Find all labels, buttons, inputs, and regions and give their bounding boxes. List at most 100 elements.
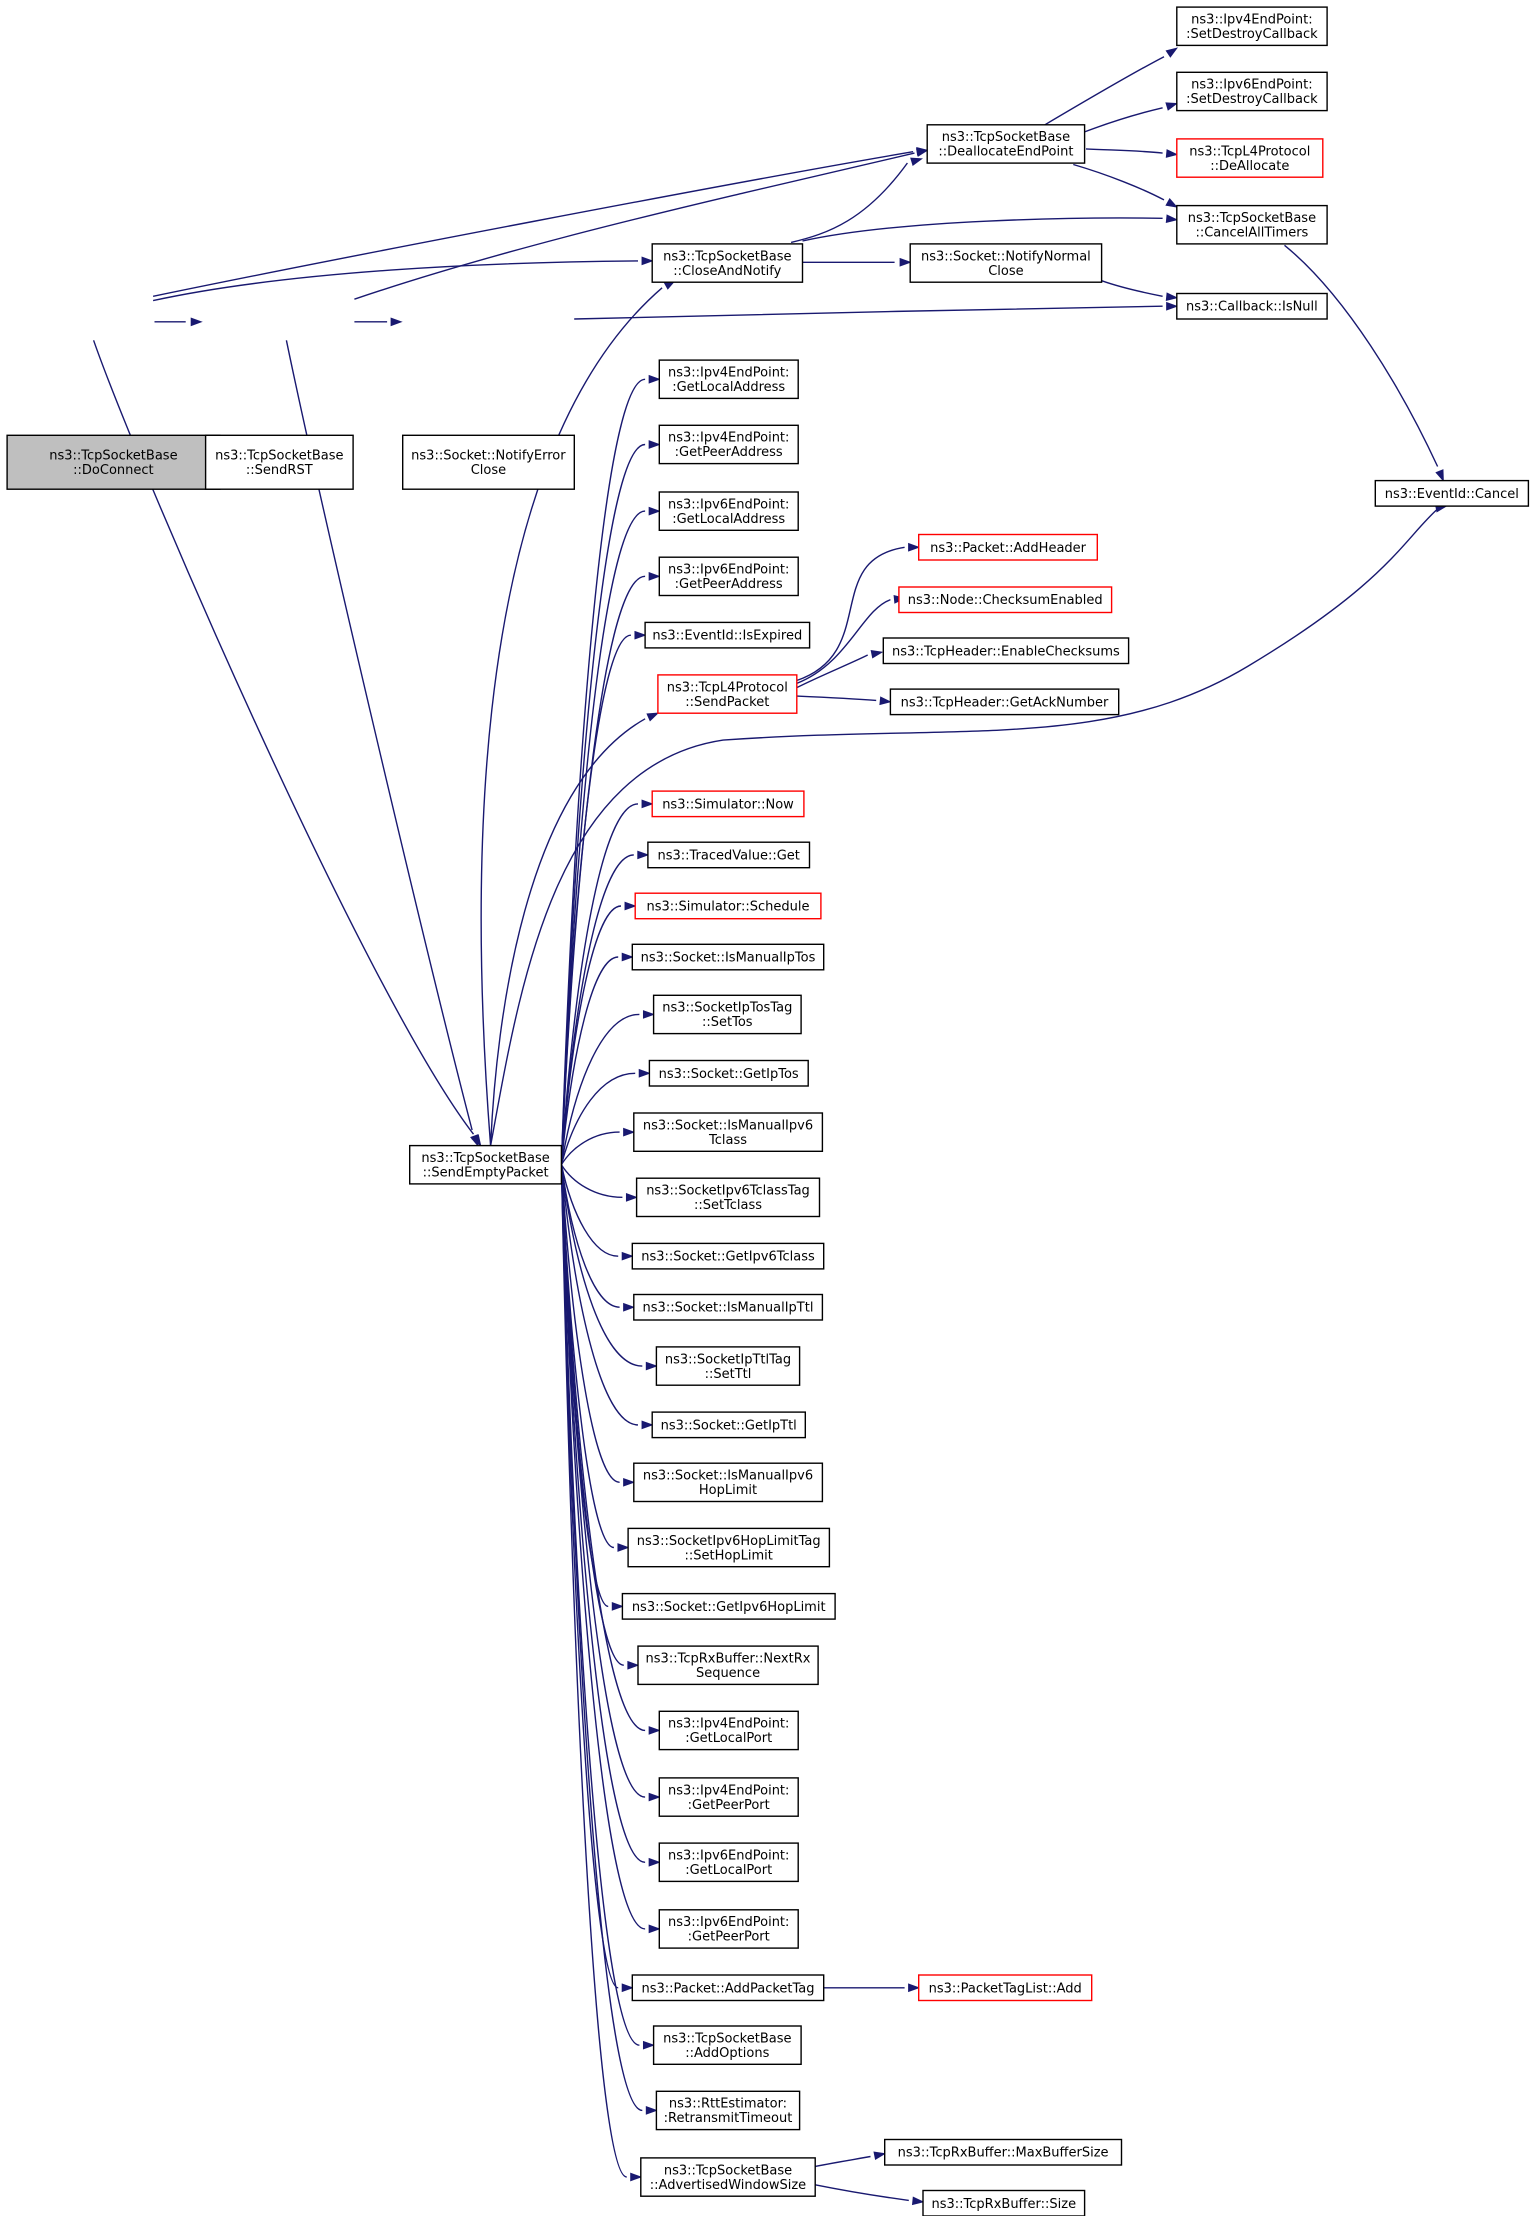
node-label-line: ns3::Ipv4EndPoint: <box>668 1717 789 1732</box>
node-box <box>631 1974 825 2002</box>
node-ipv4setdestroy[interactable]: ns3::Ipv4EndPoint::SetDestroyCallback <box>1176 6 1328 47</box>
node-label-line: ns3::TcpSocketBase <box>664 2163 792 2178</box>
node-ismanualipttl[interactable]: ns3::Socket::IsManualIpTtl <box>633 1293 824 1321</box>
node-iptostagsettos[interactable]: ns3::SocketIpTosTag::SetTos <box>652 994 802 1035</box>
edge-sendemptypacket-to-ipv4getpeerport <box>560 1164 661 1802</box>
edge-line <box>560 1131 620 1166</box>
edge-sendemptypacket-to-ismanualipttl <box>560 1164 636 1312</box>
node-nodechecksumenabled[interactable]: ns3::Node::ChecksumEnabled <box>898 586 1113 614</box>
node-ipv4getpeeraddr[interactable]: ns3::Ipv4EndPoint::GetPeerAddress <box>658 424 799 465</box>
node-box <box>926 124 1086 164</box>
node-socketgetipv6hoplimit[interactable]: ns3::Socket::GetIpv6HopLimit <box>621 1592 836 1620</box>
node-rxbuffersize[interactable]: ns3::TcpRxBuffer::Size <box>922 2189 1086 2216</box>
node-eventidcancel[interactable]: ns3::EventId::Cancel <box>1374 479 1530 507</box>
node-label-line: ns3::SocketIpTtlTag <box>665 1352 791 1367</box>
node-addoptions[interactable]: ns3::TcpSocketBase::AddOptions <box>652 2025 802 2065</box>
edge-sendemptypacket-to-socketgetipttl <box>560 1164 654 1430</box>
node-deallocateendpoint[interactable]: ns3::TcpSocketBase::DeallocateEndPoint <box>926 124 1086 164</box>
node-doconnect[interactable]: ns3::TcpSocketBase::DoConnect <box>6 434 221 490</box>
node-tcpl4sendpacket[interactable]: ns3::TcpL4Protocol::SendPacket <box>657 674 798 714</box>
node-tcpheaderenablechecksums[interactable]: ns3::TcpHeader::EnableChecksums <box>882 637 1130 665</box>
node-ipv6getlocalport[interactable]: ns3::Ipv6EndPoint::GetLocalPort <box>658 1842 799 1883</box>
node-packettaglistadd[interactable]: ns3::PacketTagList::Add <box>918 1974 1093 2002</box>
node-closeandnotify[interactable]: ns3::TcpSocketBase::CloseAndNotify <box>651 243 804 283</box>
edge-tcpl4sendpacket-to-packetaddheader <box>796 542 921 682</box>
node-socketgetipttl[interactable]: ns3::Socket::GetIpTtl <box>651 1411 807 1439</box>
arrow-head <box>641 799 654 809</box>
node-packetaddpackettag[interactable]: ns3::Packet::AddPacketTag <box>631 1974 825 2002</box>
arrow-head <box>623 1302 636 1312</box>
arrow-head <box>641 256 654 266</box>
edge-line <box>92 340 475 1135</box>
node-ipv6setdestroy[interactable]: ns3::Ipv6EndPoint::SetDestroyCallback <box>1176 71 1328 112</box>
node-callbackisnull[interactable]: ns3::Callback::IsNull <box>1176 292 1328 320</box>
arrow-head <box>648 1924 661 1934</box>
node-ipttltagsetttl[interactable]: ns3::SocketIpTtlTag::SetTtl <box>655 1346 801 1386</box>
node-simulatornow[interactable]: ns3::Simulator::Now <box>651 790 805 818</box>
node-tracedvalueget[interactable]: ns3::TracedValue::Get <box>647 841 811 869</box>
node-ipv6getlocaladdr[interactable]: ns3::Ipv6EndPoint::GetLocalAddress <box>658 491 799 531</box>
node-ipv6hoplimittagset[interactable]: ns3::SocketIpv6HopLimitTag::SetHopLimit <box>627 1527 831 1568</box>
arrow-head <box>648 374 661 384</box>
edge-line <box>560 1072 636 1165</box>
node-rxbuffermaxbuffersize[interactable]: ns3::TcpRxBuffer::MaxBufferSize <box>884 2138 1123 2166</box>
node-label-line: ns3::Packet::AddHeader <box>930 541 1086 556</box>
node-label-line: ns3::Callback::IsNull <box>1186 300 1318 315</box>
node-box <box>652 994 802 1035</box>
node-box <box>658 359 799 400</box>
node-label-line: Sequence <box>696 1666 760 1681</box>
arrow-head <box>642 1010 656 1019</box>
node-box <box>889 688 1120 716</box>
node-cancelalltimers[interactable]: ns3::TcpSocketBase::CancelAllTimers <box>1176 204 1328 245</box>
node-socketgetiptos[interactable]: ns3::Socket::GetIpTos <box>648 1059 809 1087</box>
node-sendemptypacket[interactable]: ns3::TcpSocketBase::SendEmptyPacket <box>409 1144 563 1185</box>
node-tcpl4dealloc[interactable]: ns3::TcpL4Protocol::DeAllocate <box>1176 138 1324 178</box>
edge-line <box>560 378 646 1165</box>
node-advertisedwindowsize[interactable]: ns3::TcpSocketBase::AdvertisedWindowSize <box>640 2157 816 2197</box>
node-box <box>918 1974 1093 2002</box>
node-box <box>635 1177 821 1218</box>
node-tcpheadergetacknumber[interactable]: ns3::TcpHeader::GetAckNumber <box>889 688 1120 716</box>
node-box <box>634 892 822 920</box>
node-ipv6tclasstagsettclass[interactable]: ns3::SocketIpv6TclassTag::SetTclass <box>635 1177 821 1218</box>
edge-sendemptypacket-to-ipv6getlocalport <box>560 1164 661 1867</box>
node-box <box>909 243 1103 283</box>
edge-sendrst-to-notifyerrorclose <box>354 317 403 327</box>
node-ipv6getpeeraddr[interactable]: ns3::Ipv6EndPoint::GetPeerAddress <box>658 556 799 597</box>
edge-sendrst-to-deallocateendpoint <box>354 148 929 300</box>
edge-line <box>480 287 663 1146</box>
node-box <box>648 1059 809 1087</box>
node-label-line: ::CancelAllTimers <box>1195 226 1308 241</box>
node-packetaddheader[interactable]: ns3::Packet::AddHeader <box>918 533 1099 561</box>
node-ipv4getlocalport[interactable]: ns3::Ipv4EndPoint::GetLocalPort <box>658 1710 799 1751</box>
edge-closeandnotify-to-notifynormalclose <box>802 257 912 267</box>
edge-doconnect-to-deallocateendpoint <box>152 147 929 297</box>
node-sendrst[interactable]: ns3::TcpSocketBase::SendRST <box>204 434 354 490</box>
node-ipv4getlocaladdr[interactable]: ns3::Ipv4EndPoint::GetLocalAddress <box>658 359 799 400</box>
edge-sendemptypacket-to-ipv6getpeerport <box>560 1164 661 1934</box>
edge-sendemptypacket-to-advertisedwindowsize <box>560 1164 643 2182</box>
node-ipv4getpeerport[interactable]: ns3::Ipv4EndPoint::GetPeerPort <box>658 1777 799 1817</box>
node-socketgetipv6tclass[interactable]: ns3::Socket::GetIpv6Tclass <box>631 1242 825 1270</box>
edge-line <box>1284 244 1439 467</box>
node-box <box>631 943 825 971</box>
node-label-line: ::SetTos <box>702 1015 753 1030</box>
node-box <box>631 1242 825 1270</box>
edge-line <box>560 1013 640 1165</box>
arrow-head <box>645 2106 658 2115</box>
node-ipv6getpeerport[interactable]: ns3::Ipv6EndPoint::GetPeerPort <box>658 1909 799 1949</box>
node-box <box>657 674 798 714</box>
arrow-head <box>1166 301 1179 311</box>
node-simulatorschedule[interactable]: ns3::Simulator::Schedule <box>634 892 822 920</box>
node-ismanualiptos[interactable]: ns3::Socket::IsManualIpTos <box>631 943 825 971</box>
node-eventidisexpired[interactable]: ns3::EventId::IsExpired <box>644 621 811 649</box>
node-label-line: ns3::Ipv4EndPoint: <box>1191 13 1312 28</box>
node-rttretransmittimeout[interactable]: ns3::RttEstimator::RetransmitTimeout <box>655 2090 801 2131</box>
node-box <box>633 1293 824 1321</box>
arrow-head <box>624 901 637 911</box>
